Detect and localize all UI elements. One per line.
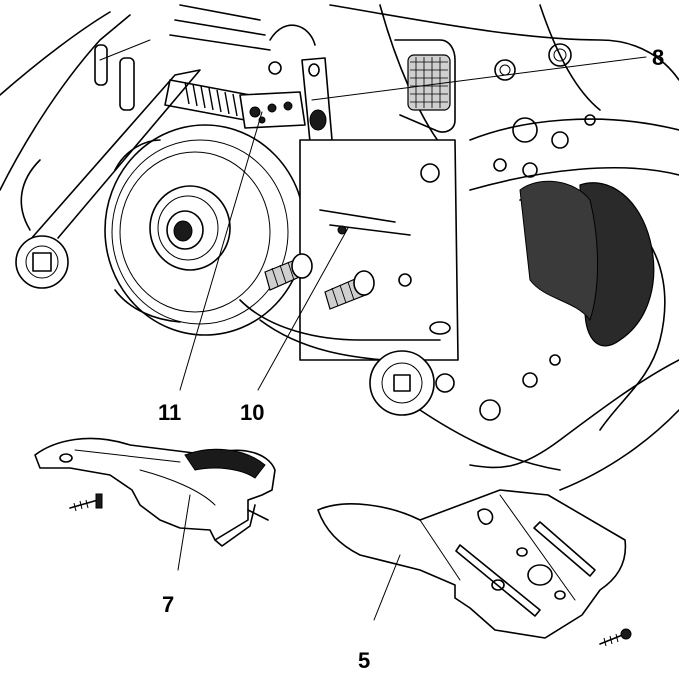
callout-8: 8 <box>652 45 664 70</box>
callout-11: 11 <box>158 400 181 425</box>
part-7-chain-cover <box>34 437 276 547</box>
leader-line-5 <box>373 554 401 621</box>
saw-body <box>0 4 679 491</box>
guide-bar-rail <box>15 69 201 289</box>
leader-line-8 <box>311 56 647 101</box>
callout-5: 5 <box>358 648 370 673</box>
leader-lines <box>177 56 647 621</box>
chain-tensioner <box>164 24 333 143</box>
leader-line-10 <box>257 227 349 391</box>
clutch-drum <box>104 124 306 336</box>
leader-line-11 <box>179 111 263 391</box>
leader-line-7 <box>177 494 191 571</box>
part-5-bar-plate <box>317 489 632 647</box>
bar-studs <box>239 139 459 416</box>
callout-10: 10 <box>240 400 264 425</box>
callout-7: 7 <box>162 592 174 617</box>
